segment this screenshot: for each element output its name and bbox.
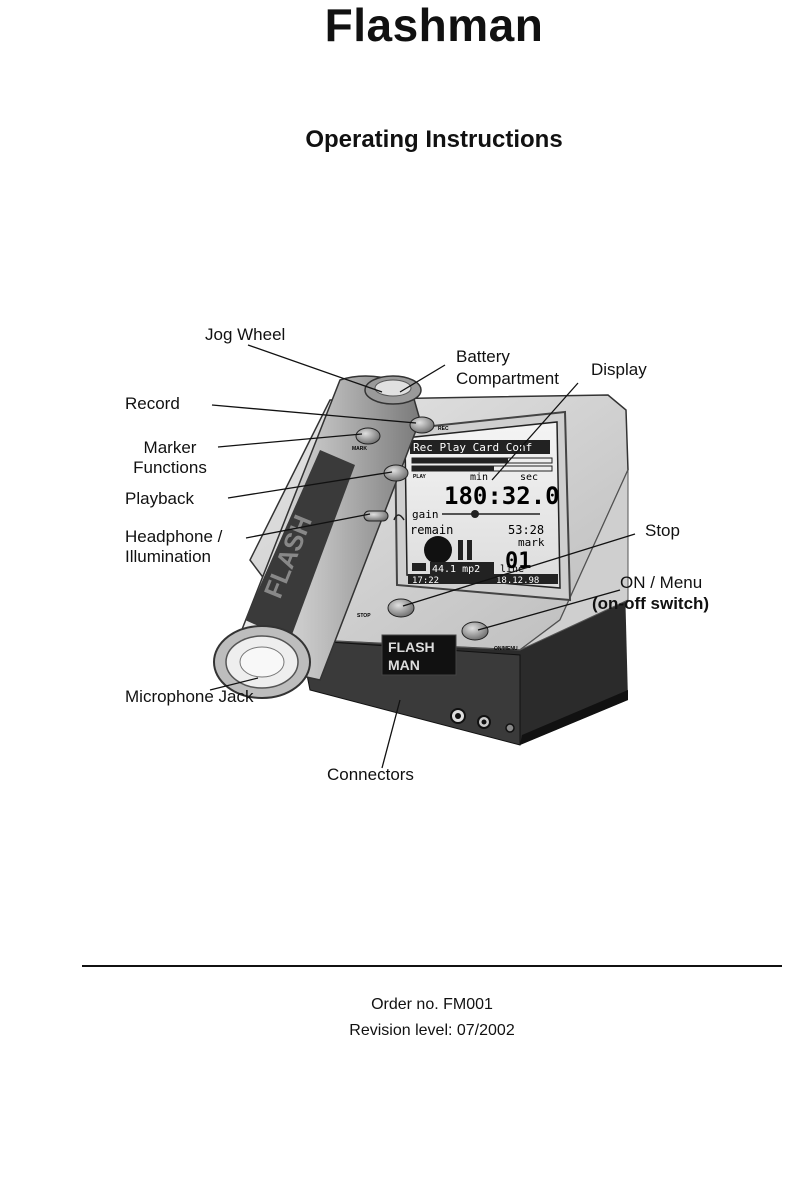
svg-text:FLASH: FLASH	[388, 639, 435, 655]
callout-headphone-line1: Headphone /	[125, 527, 223, 546]
lcd-time: 180:32.0	[444, 482, 560, 510]
callout-jog-wheel: Jog Wheel	[205, 325, 286, 344]
headphone-illumination-button[interactable]	[363, 510, 389, 522]
revision-level: Revision level: 07/2002	[349, 1022, 515, 1039]
document-title: Flashman	[324, 0, 544, 51]
mark-button-label: MARK	[352, 446, 367, 452]
play-button-label: PLAY	[413, 474, 427, 480]
mark-button[interactable]	[355, 427, 381, 445]
callout-stop: Stop	[645, 521, 680, 540]
stop-button[interactable]	[387, 598, 415, 618]
record-button-label: REC	[438, 426, 449, 432]
lcd-date: 18.12.98	[496, 576, 539, 586]
callout-display: Display	[591, 360, 647, 379]
callout-playback: Playback	[125, 489, 194, 508]
callout-microphone-jack: Microphone Jack	[125, 687, 254, 706]
callout-battery-line2: Compartment	[456, 369, 559, 388]
headphone-icon	[393, 514, 405, 521]
stop-button-label: STOP	[357, 613, 371, 619]
lcd-format: 44.1 mp2	[432, 564, 480, 575]
callout-lines	[209, 344, 636, 769]
lcd-clock: 17:22	[412, 576, 439, 586]
document-subtitle: Operating Instructions	[305, 126, 563, 153]
callout-connectors: Connectors	[327, 765, 414, 784]
callout-on-off-switch: (on-off switch)	[592, 594, 710, 613]
svg-text:MAN: MAN	[388, 657, 420, 673]
lcd-mark-label: mark	[518, 536, 545, 549]
callout-headphone-line2: Illumination	[125, 547, 211, 566]
lcd-min-label: min	[470, 472, 488, 483]
lcd-pause-icon	[458, 540, 463, 560]
device-logo: FLASH MAN	[381, 634, 457, 676]
callout-marker-line2: Functions	[133, 458, 207, 477]
connector-jack-3[interactable]	[505, 723, 515, 733]
on-menu-button-label: ON/MENU	[494, 646, 518, 652]
record-button[interactable]	[409, 416, 435, 434]
lcd-level-meter	[411, 457, 553, 472]
battery-level-icon	[412, 563, 426, 571]
callout-on-menu: ON / Menu	[620, 573, 703, 592]
order-number: Order no. FM001	[371, 996, 493, 1013]
callout-battery-line1: Battery	[456, 347, 510, 366]
lcd-remain-value: 53:28	[508, 523, 544, 537]
lcd-record-indicator	[424, 536, 452, 564]
lcd-tabs: Rec Play Card Conf	[413, 441, 532, 454]
callout-record: Record	[125, 394, 180, 413]
callout-marker-line1: Marker	[143, 438, 197, 457]
footer-divider	[82, 965, 782, 967]
lcd-remain-label: remain	[410, 523, 453, 537]
lcd-sec-label: sec	[520, 472, 538, 483]
on-menu-button[interactable]	[461, 621, 489, 641]
lcd-input: line	[500, 564, 524, 575]
cylinder-grip	[245, 450, 355, 640]
lcd-gain-label: gain	[412, 508, 439, 521]
